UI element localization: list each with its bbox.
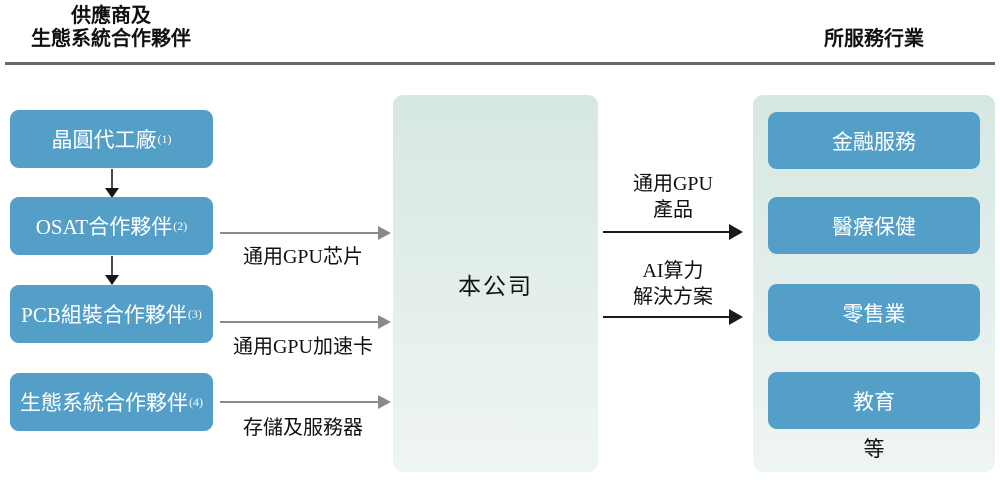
supply-flow-label-storage-server: 存儲及服務器 xyxy=(243,417,363,439)
output-flow-label-gpu-products: 通用GPU 產品 xyxy=(603,171,743,223)
right-arrow-icon xyxy=(603,224,743,240)
supplier-box-ecosystem: 生態系統合作夥伴(4) xyxy=(10,373,213,431)
company-panel: 本公司 xyxy=(393,95,598,472)
output-flow-line1: AI算力 xyxy=(642,260,704,282)
output-flow-line1: 通用GPU xyxy=(632,173,713,195)
down-arrow-icon xyxy=(105,169,119,198)
output-flow-line2: 產品 xyxy=(653,199,693,221)
supply-flow-label-gpu-chip: 通用GPU芯片 xyxy=(242,246,363,268)
right-arrow-icon xyxy=(220,315,391,329)
header-divider-line xyxy=(5,62,995,65)
supplier-box-osat: OSAT合作夥伴(2) xyxy=(10,197,213,255)
suppliers-column-header: 供應商及 生態系統合作夥伴 xyxy=(8,5,214,51)
company-label: 本公司 xyxy=(458,273,533,299)
output-flow-line2: 解決方案 xyxy=(633,286,713,308)
output-flow-label-ai-solutions: AI算力 解決方案 xyxy=(603,258,743,310)
industry-box-education: 教育 xyxy=(768,372,980,429)
right-arrow-icon xyxy=(603,309,743,325)
supplier-box-pcb: PCB組裝合作夥伴(3) xyxy=(10,285,213,343)
supplier-label: OSAT合作夥伴 xyxy=(35,215,173,239)
industries-etc-label: 等 xyxy=(863,437,885,461)
industry-box-financial-services: 金融服務 xyxy=(768,112,980,169)
right-arrow-icon xyxy=(220,226,391,240)
suppliers-header-line1: 供應商及 xyxy=(71,5,151,27)
supplier-label: 晶圓代工廠 xyxy=(51,128,157,152)
down-arrow-icon xyxy=(105,256,119,285)
supply-flow-label-gpu-card: 通用GPU加速卡 xyxy=(232,336,373,358)
suppliers-header-line2: 生態系統合作夥伴 xyxy=(31,28,191,50)
supplier-label: 生態系統合作夥伴 xyxy=(20,391,188,415)
right-arrow-icon xyxy=(220,395,391,409)
supplier-label: PCB組裝合作夥伴 xyxy=(21,303,187,327)
supplier-box-wafer-foundry: 晶圓代工廠(1) xyxy=(10,110,213,168)
industry-box-healthcare: 醫療保健 xyxy=(768,197,980,254)
industries-column-header: 所服務行業 xyxy=(824,28,924,50)
industry-box-retail: 零售業 xyxy=(768,284,980,341)
